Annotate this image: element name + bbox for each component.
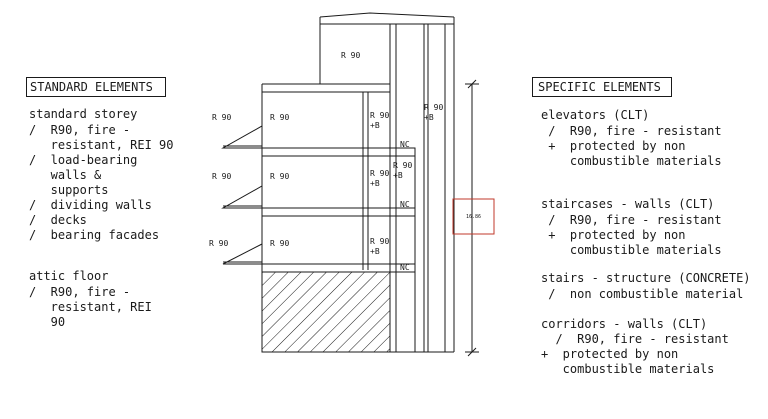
dimension-value: 16.86 <box>466 214 481 220</box>
balcony-label: R 90 <box>212 172 231 181</box>
attic-room-label: R 90 <box>341 51 360 60</box>
standard-elements-header: STANDARD ELEMENTS <box>26 77 166 97</box>
wall-r90-label: R 90 <box>370 169 389 178</box>
standard-storey-line: / load-bearing <box>29 153 138 167</box>
nc-label: NC <box>400 200 410 209</box>
standard-storey-line: / dividing walls <box>29 198 152 212</box>
attic-floor-line: resistant, REI <box>29 300 152 314</box>
room-label: R 90 <box>270 172 289 181</box>
balcony-label: R 90 <box>209 239 228 248</box>
specific-elements-header: SPECIFIC ELEMENTS <box>532 77 672 97</box>
standard-storey-line: supports <box>29 183 109 197</box>
specific-group-line: + protected by non <box>541 228 686 242</box>
specific-group-line: + protected by non <box>541 347 679 361</box>
specific-group-title: stairs - structure (CONCRETE) <box>541 271 751 285</box>
shaft-r90-label: R 90 <box>424 103 443 112</box>
specific-group-title: staircases - walls (CLT) <box>541 197 715 211</box>
attic-floor-title: attic floor <box>29 269 109 283</box>
nc-label: NC <box>400 263 410 272</box>
shaft-plus-b-label: +B <box>424 113 434 122</box>
specific-group-title: elevators (CLT) <box>541 108 650 122</box>
attic-roof <box>319 12 455 18</box>
standard-elements-header-label: STANDARD ELEMENTS <box>30 80 153 94</box>
floor-slab <box>261 147 416 157</box>
balcony-slab <box>221 185 263 209</box>
room-label: R 90 <box>270 113 289 122</box>
ground-floor-hatch <box>261 271 391 353</box>
wall-plus-b-label: +B <box>370 121 380 130</box>
specific-group-line: / non combustible material <box>541 287 744 301</box>
wall-r90-label: R 90 <box>370 111 389 120</box>
standard-storey-line: resistant, REI 90 <box>29 138 174 152</box>
specific-group-line: / R90, fire - resistant <box>541 332 729 346</box>
floor-slab <box>261 207 416 217</box>
floor-slab <box>261 263 416 273</box>
specific-elements-header-label: SPECIFIC ELEMENTS <box>538 80 661 94</box>
specific-group-line: + protected by non <box>541 139 686 153</box>
balcony-label: R 90 <box>212 113 231 122</box>
balcony-slab <box>222 243 263 265</box>
specific-group-line: combustible materials <box>541 154 722 168</box>
shaft-plus-b-label: +B <box>393 171 403 180</box>
balcony-slab <box>221 125 263 149</box>
dimension-box <box>452 198 495 235</box>
standard-storey-line: / decks <box>29 213 87 227</box>
specific-group-line: / R90, fire - resistant <box>541 213 722 227</box>
specific-group-line: combustible materials <box>541 243 722 257</box>
specific-group-line: combustible materials <box>541 362 715 376</box>
wall-plus-b-label: +B <box>370 179 380 188</box>
wall-plus-b-label: +B <box>370 247 380 256</box>
standard-storey-title: standard storey <box>29 107 138 121</box>
attic-floor-line: 90 <box>29 315 66 329</box>
attic-floor-line: / R90, fire - <box>29 285 131 299</box>
shaft-r90-label: R 90 <box>393 161 412 170</box>
nc-label: NC <box>400 140 410 149</box>
specific-group-line: / R90, fire - resistant <box>541 124 722 138</box>
standard-storey-line: / bearing facades <box>29 228 160 242</box>
room-label: R 90 <box>270 239 289 248</box>
standard-storey-line: walls & <box>29 168 102 182</box>
wall-r90-label: R 90 <box>370 237 389 246</box>
standard-storey-line: / R90, fire - <box>29 123 131 137</box>
specific-group-title: corridors - walls (CLT) <box>541 317 708 331</box>
